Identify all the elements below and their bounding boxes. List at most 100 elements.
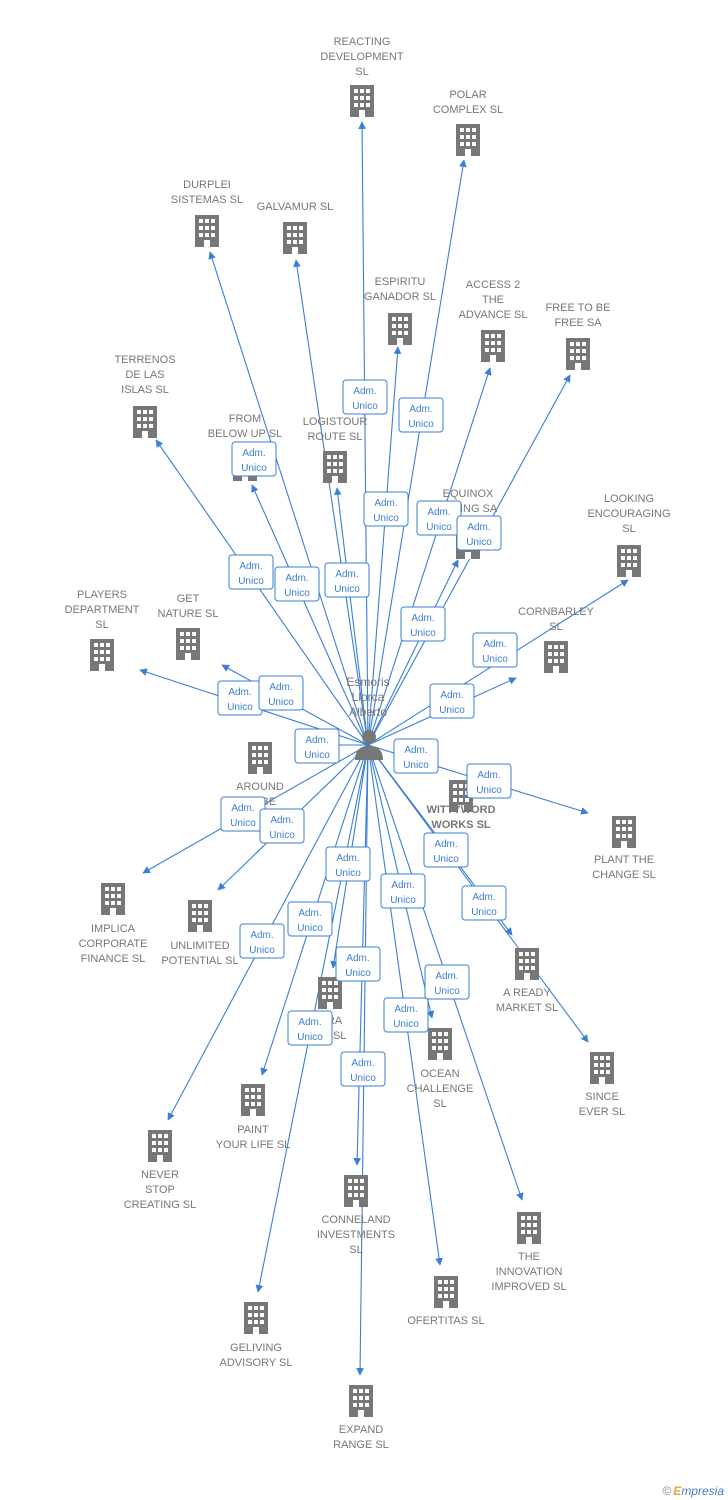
relation-badge[interactable]: Adm.Unico xyxy=(423,832,469,868)
relation-badge-frame xyxy=(456,515,502,551)
relation-badge[interactable]: Adm.Unico xyxy=(429,683,475,719)
building-icon xyxy=(176,628,200,660)
relation-badge-text: Unico xyxy=(335,868,361,879)
relation-badge[interactable]: Adm.Unico xyxy=(393,738,439,774)
company-name-line: ADVANCE SL xyxy=(459,309,528,321)
brand-footer[interactable]: ©Empresia xyxy=(662,1484,724,1498)
relation-edge xyxy=(358,121,369,746)
relation-badge[interactable]: Adm.Unico xyxy=(287,901,333,937)
relation-badge[interactable]: Adm.Unico xyxy=(461,885,507,921)
relation-badge-text: Adm. xyxy=(483,639,506,650)
relation-badge[interactable]: Adm.Unico xyxy=(231,441,277,477)
relation-badge[interactable]: Adm.Unico xyxy=(324,562,370,598)
building-icon xyxy=(283,222,307,254)
relation-badge[interactable]: Adm.Unico xyxy=(472,632,518,668)
company-name-line: GET xyxy=(177,593,200,605)
company-name-line: SL xyxy=(622,523,635,535)
relation-badge-frame xyxy=(363,491,409,527)
relation-badge[interactable]: Adm.Unico xyxy=(380,873,426,909)
relation-badge-text: Unico xyxy=(268,697,294,708)
relation-badge-text: Unico xyxy=(466,537,492,548)
relation-badge[interactable]: Adm.Unico xyxy=(294,728,340,764)
relation-badge-text: Unico xyxy=(373,513,399,524)
relation-badge-text: Adm. xyxy=(228,687,251,698)
relation-badge-text: Adm. xyxy=(298,1017,321,1028)
building-icon xyxy=(612,816,636,848)
relation-badge-text: Adm. xyxy=(394,1004,417,1015)
building-icon xyxy=(318,977,342,1009)
relation-badge-frame xyxy=(461,885,507,921)
relation-badge-text: Unico xyxy=(297,1032,323,1043)
company-node-ofertitas-sl[interactable]: OFERTITAS SL xyxy=(407,1276,485,1327)
relation-badge[interactable]: Adm.Unico xyxy=(259,808,305,844)
company-name-line: SL xyxy=(349,1244,362,1256)
company-name-line: AROUND xyxy=(236,781,284,793)
relation-badge[interactable]: Adm.Unico xyxy=(239,923,285,959)
relation-edge xyxy=(367,346,402,746)
relation-badge[interactable]: Adm.Unico xyxy=(456,515,502,551)
relation-badge-text: Unico xyxy=(393,1019,419,1030)
relation-badge-text: Adm. xyxy=(269,682,292,693)
relation-badge-text: Unico xyxy=(241,463,267,474)
relation-edge xyxy=(251,484,369,746)
company-node-galvamur-sl[interactable]: GALVAMUR SL xyxy=(257,201,334,254)
company-name-line: DE LAS xyxy=(125,369,164,381)
relation-badge[interactable]: Adm.Unico xyxy=(342,379,388,415)
relation-badge-text: Unico xyxy=(439,705,465,716)
person-node[interactable]: Esmoris Llorca Alberto xyxy=(346,675,390,760)
relation-badge[interactable]: Adm. Unico xyxy=(258,675,304,711)
company-name-line: ESPIRITU xyxy=(375,276,426,288)
relation-badge[interactable]: Adm.Unico xyxy=(217,680,263,716)
relation-badge[interactable]: Adm. Unico xyxy=(325,846,371,882)
relation-badge-text: Unico xyxy=(408,419,434,430)
relation-badge[interactable]: Adm.Unico xyxy=(363,491,409,527)
relation-badge[interactable]: Adm.Unico xyxy=(466,763,512,799)
relation-badge[interactable]: Adm.Unico xyxy=(340,1051,386,1087)
relation-badge[interactable]: Adm.Unico xyxy=(274,566,320,602)
relation-badge-text: Unico xyxy=(334,584,360,595)
relation-badge-text: Adm. xyxy=(353,386,376,397)
relation-badge[interactable]: Adm.Unico xyxy=(228,554,274,590)
relation-badge-text: Adm. xyxy=(336,853,359,864)
company-name-line: PLANT THE xyxy=(594,854,654,866)
relation-badge[interactable]: Adm. Unico xyxy=(287,1010,333,1046)
relation-badge[interactable]: Adm. Unico xyxy=(383,997,429,1033)
relation-badge-text: Adm. xyxy=(305,735,328,746)
relation-badge[interactable]: Adm.Unico xyxy=(416,500,462,536)
relation-badge[interactable]: Adm.Unico xyxy=(335,946,381,982)
relation-badge[interactable]: Adm.Unico xyxy=(424,964,470,1000)
building-icon xyxy=(148,1130,172,1162)
person-name-line-1: Esmoris xyxy=(346,675,389,689)
relation-badge[interactable]: Adm.Unico xyxy=(398,397,444,433)
relation-badge[interactable]: Adm.Unico xyxy=(400,606,446,642)
relation-badge[interactable]: Adm.Unico xyxy=(220,796,266,832)
relation-badge-text: Unico xyxy=(471,907,497,918)
